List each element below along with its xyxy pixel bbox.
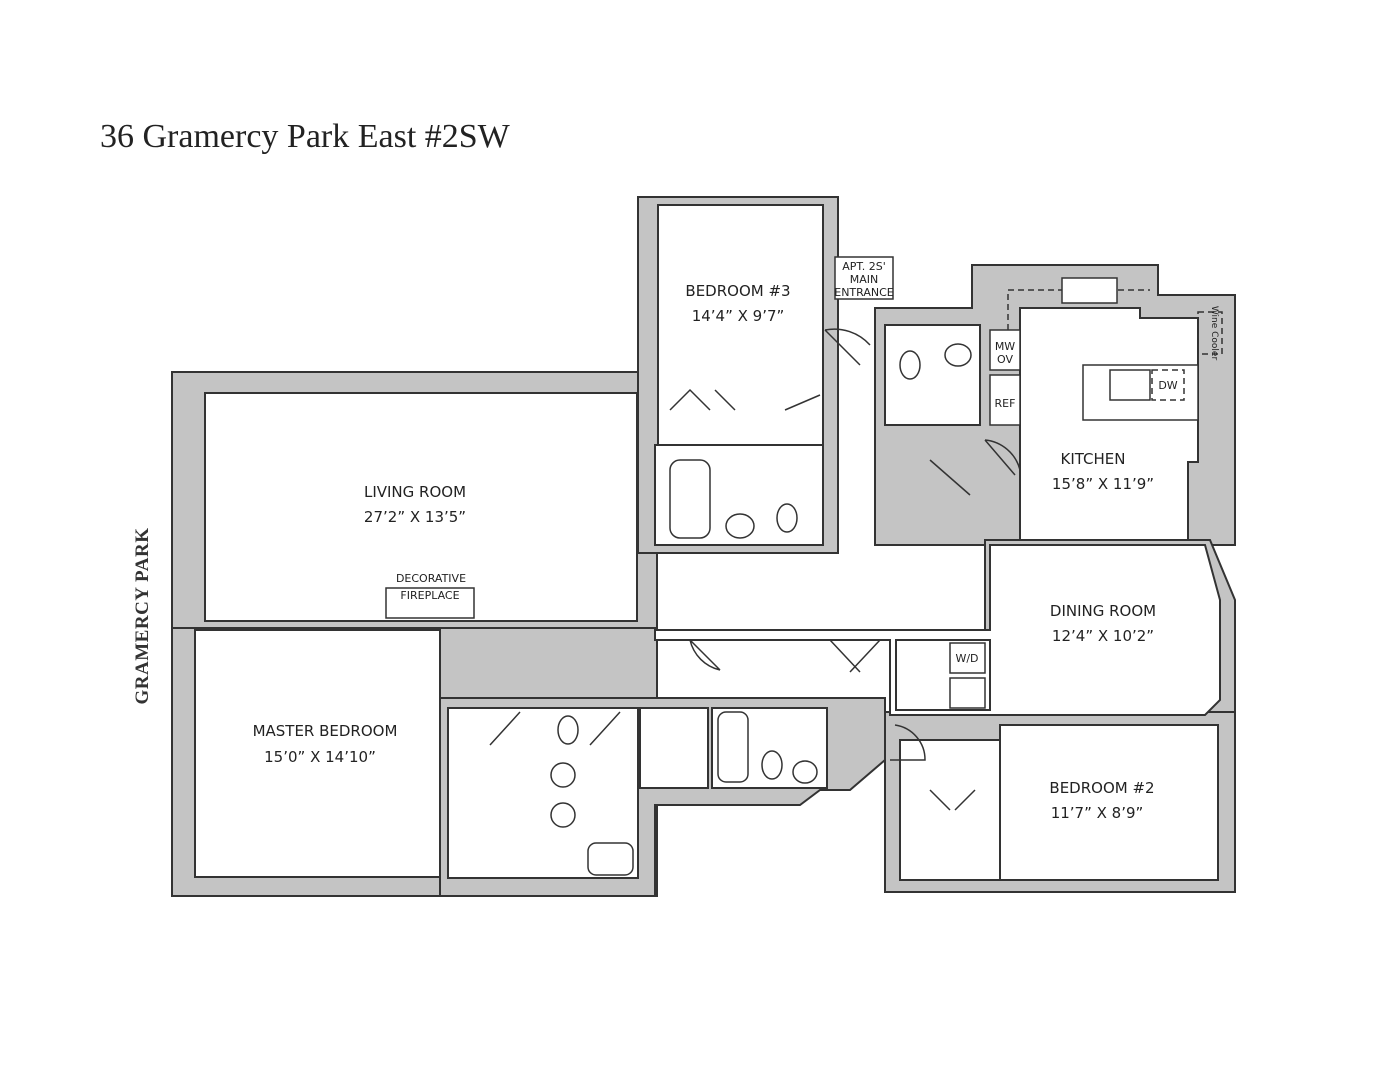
entrance-label-line2: MAIN: [850, 273, 879, 286]
bedroom-3-size: 14’4” X 9’7”: [692, 307, 785, 325]
kitchen-sink-icon: [1109, 369, 1151, 401]
bedroom-3-label: BEDROOM #3: [685, 282, 790, 300]
wine-cooler-label: Wine Cooler: [1209, 306, 1219, 361]
dishwasher: [1151, 369, 1185, 401]
sink-icon: [550, 802, 576, 828]
toilet-icon: [761, 750, 783, 780]
master-bedroom-area: [194, 629, 441, 878]
bathtub-icon: [669, 459, 711, 539]
sink-icon: [949, 677, 986, 709]
dining-room-label: DINING ROOM: [1050, 602, 1156, 620]
shower: [639, 707, 709, 789]
bedroom-2-area: [999, 724, 1219, 881]
entrance-label-line1: APT. 2S': [842, 260, 886, 273]
sink-icon: [725, 513, 755, 539]
fireplace-label-line2: FIREPLACE: [400, 589, 459, 602]
wine-cooler: [1197, 311, 1223, 355]
fireplace-icon: [385, 587, 475, 619]
kitchen-label: KITCHEN: [1061, 450, 1126, 468]
dishwasher-label: DW: [1158, 379, 1177, 392]
kitchen-area: [1019, 307, 1199, 541]
sink-icon: [944, 343, 972, 367]
entrance-label-line3: ENTRANCE: [834, 286, 894, 299]
toilet-icon: [557, 715, 579, 745]
kitchen-size: 15’8” X 11’9”: [1052, 475, 1154, 493]
sink-icon: [550, 762, 576, 788]
bathtub-icon: [717, 711, 749, 783]
microwave-label: MW: [995, 340, 1015, 353]
oven-label: OV: [997, 353, 1013, 366]
dining-hall-area: [654, 544, 1221, 716]
bedroom-2-size: 11’7” X 8’9”: [1051, 804, 1144, 822]
living-room-area: [204, 392, 638, 622]
bathtub-icon: [587, 842, 634, 876]
washer-dryer-label: W/D: [955, 652, 978, 665]
fixtures: [385, 256, 1223, 876]
cooktop-icon: [1061, 277, 1118, 304]
sink-icon: [792, 760, 818, 784]
doors: [489, 328, 1021, 811]
refrigerator: [989, 374, 1021, 426]
toilet-icon: [776, 503, 798, 533]
bedroom-3-area: [657, 204, 824, 446]
dining-room-size: 12’4” X 10’2”: [1052, 627, 1154, 645]
powder-room: [884, 324, 981, 426]
microwave-oven: [989, 329, 1021, 371]
refrigerator-label: REF: [995, 397, 1016, 410]
living-room-size: 27’2” X 13’5”: [364, 508, 466, 526]
bedroom-2-label: BEDROOM #2: [1049, 779, 1154, 797]
entrance-sign: [834, 256, 894, 300]
washer-dryer: [949, 642, 986, 674]
living-room-label: LIVING ROOM: [364, 483, 466, 501]
toilet-icon: [899, 350, 921, 380]
master-bedroom-label: MASTER BEDROOM: [253, 722, 398, 740]
listing-title: 36 Gramercy Park East #2SW: [100, 118, 510, 155]
fireplace-label-line1: DECORATIVE: [396, 572, 466, 585]
master-bedroom-size: 15’0” X 14’10”: [264, 748, 376, 766]
